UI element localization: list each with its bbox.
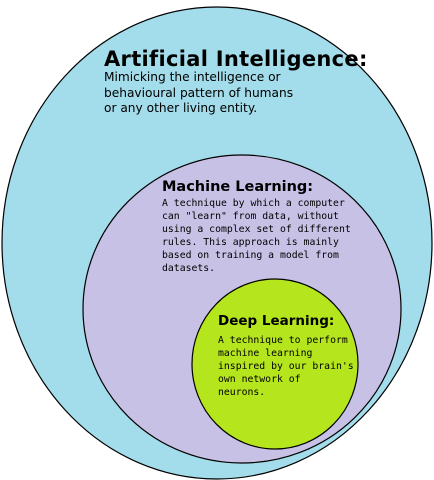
machine-learning-title: Machine Learning:	[162, 179, 314, 195]
deep-learning-title: Deep Learning:	[218, 313, 335, 329]
deep-learning-description: A technique to perform machine learning …	[218, 335, 354, 398]
deep-learning-ellipse	[191, 278, 359, 450]
artificial-intelligence-description: Mimicking the intelligence or behavioura…	[104, 70, 294, 115]
machine-learning-description: A technique by which a computer can "lea…	[162, 198, 351, 274]
artificial-intelligence-title: Artificial Intelligence:	[104, 47, 368, 71]
